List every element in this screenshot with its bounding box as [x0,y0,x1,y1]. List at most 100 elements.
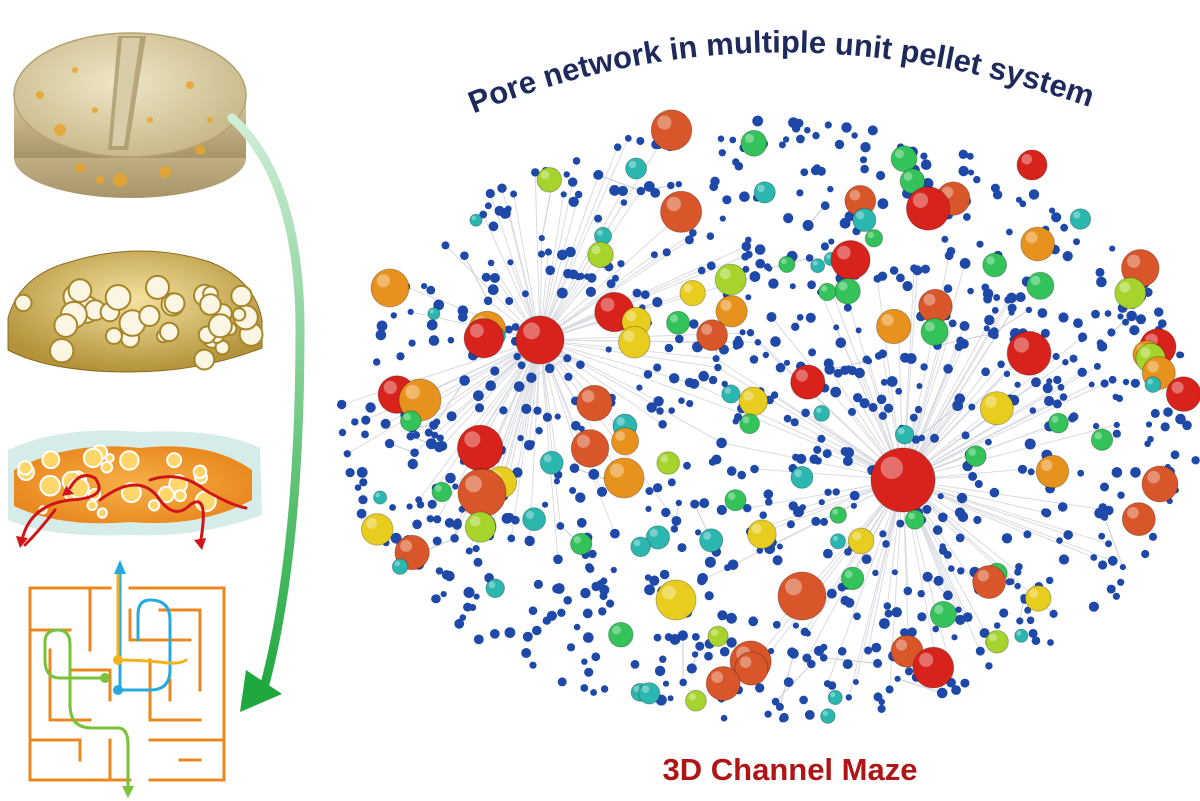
network-node [454,618,465,629]
network-node [1024,606,1032,614]
network-node [959,321,970,331]
network-node [750,464,759,474]
network-node [473,593,480,600]
network-node [578,425,585,432]
network-node [1107,555,1118,566]
network-node [490,629,500,639]
network-node [664,343,674,353]
network-node [689,378,700,389]
network-node [683,461,691,470]
network-node [719,215,726,222]
network-node [436,434,444,442]
network-node [766,312,777,322]
network-node [922,178,934,189]
network-node [590,689,597,696]
network-node [473,634,484,645]
network-node [358,495,368,505]
network-hub-link [902,270,918,481]
pellet-bead [14,293,33,313]
network-node [617,260,625,268]
network-node [852,679,859,685]
network-hub-node [864,229,884,248]
network-node [437,441,448,451]
network-hub-node [536,167,563,193]
network-hub-node [734,651,769,686]
network-node [454,518,462,526]
network-hub-node [904,509,926,530]
network-node [1117,578,1125,586]
network-hub-link [539,181,574,341]
network-node [645,487,654,496]
network-node [807,659,816,669]
pellet-bead [193,348,216,371]
network-node [894,675,901,682]
network-hub-node [699,528,724,553]
network-node [878,411,888,420]
network-node [802,653,812,663]
network-node [1148,532,1158,541]
network-node [1117,491,1125,499]
network-hub-link [539,339,559,560]
network-hub-node [738,386,769,416]
network-hub-node [485,578,506,599]
network-hub-node [740,129,768,157]
network-node [1129,325,1140,336]
network-node [563,354,572,363]
network-node [958,165,969,177]
network-node [1130,378,1140,388]
network-node [862,355,871,364]
network-node [1097,341,1108,352]
network-node [1058,312,1069,323]
network-node [1027,468,1035,476]
network-node [1015,292,1026,303]
network-node [533,406,542,415]
network-hub-node [829,506,848,524]
network-hub-node [1026,271,1055,300]
network-node [612,274,619,282]
network-node [932,625,939,633]
network-hub-link [534,172,541,341]
pore-blob [86,499,98,511]
network-node [375,329,387,341]
network-node [545,265,555,276]
maze-icon [28,560,226,798]
network-node [544,248,553,256]
network-node [1060,223,1069,232]
network-node [416,500,425,509]
network-node [877,704,886,714]
network-node [859,156,868,164]
network-node [824,488,832,496]
network-node [911,435,921,444]
network-node [745,294,752,301]
network-node [426,319,438,331]
network-node [410,448,419,458]
network-node [504,325,513,334]
network-node [712,355,720,363]
network-node [1047,639,1054,646]
network-node [801,408,810,418]
network-node [599,592,608,601]
network-node [1163,407,1173,417]
network-node [667,181,675,190]
network-node [741,241,752,252]
network-node [431,431,439,439]
network-node [739,329,746,336]
network-hub-link [840,278,904,481]
network-node [650,251,658,259]
pellet-bead [159,321,180,343]
network-hub-node [666,310,690,335]
network-node [706,232,715,240]
network-node [754,244,766,255]
network-hub-link [902,479,1109,545]
network-node [510,515,520,525]
network-node [789,283,796,290]
network-hub-node [457,468,507,518]
network-node [720,714,728,722]
network-hub-node [1121,502,1156,537]
network-node [591,652,601,662]
network-node [447,336,455,344]
network-node [828,238,835,245]
network-node [824,121,832,129]
network-hub-node [790,364,826,400]
network-node [564,372,573,381]
